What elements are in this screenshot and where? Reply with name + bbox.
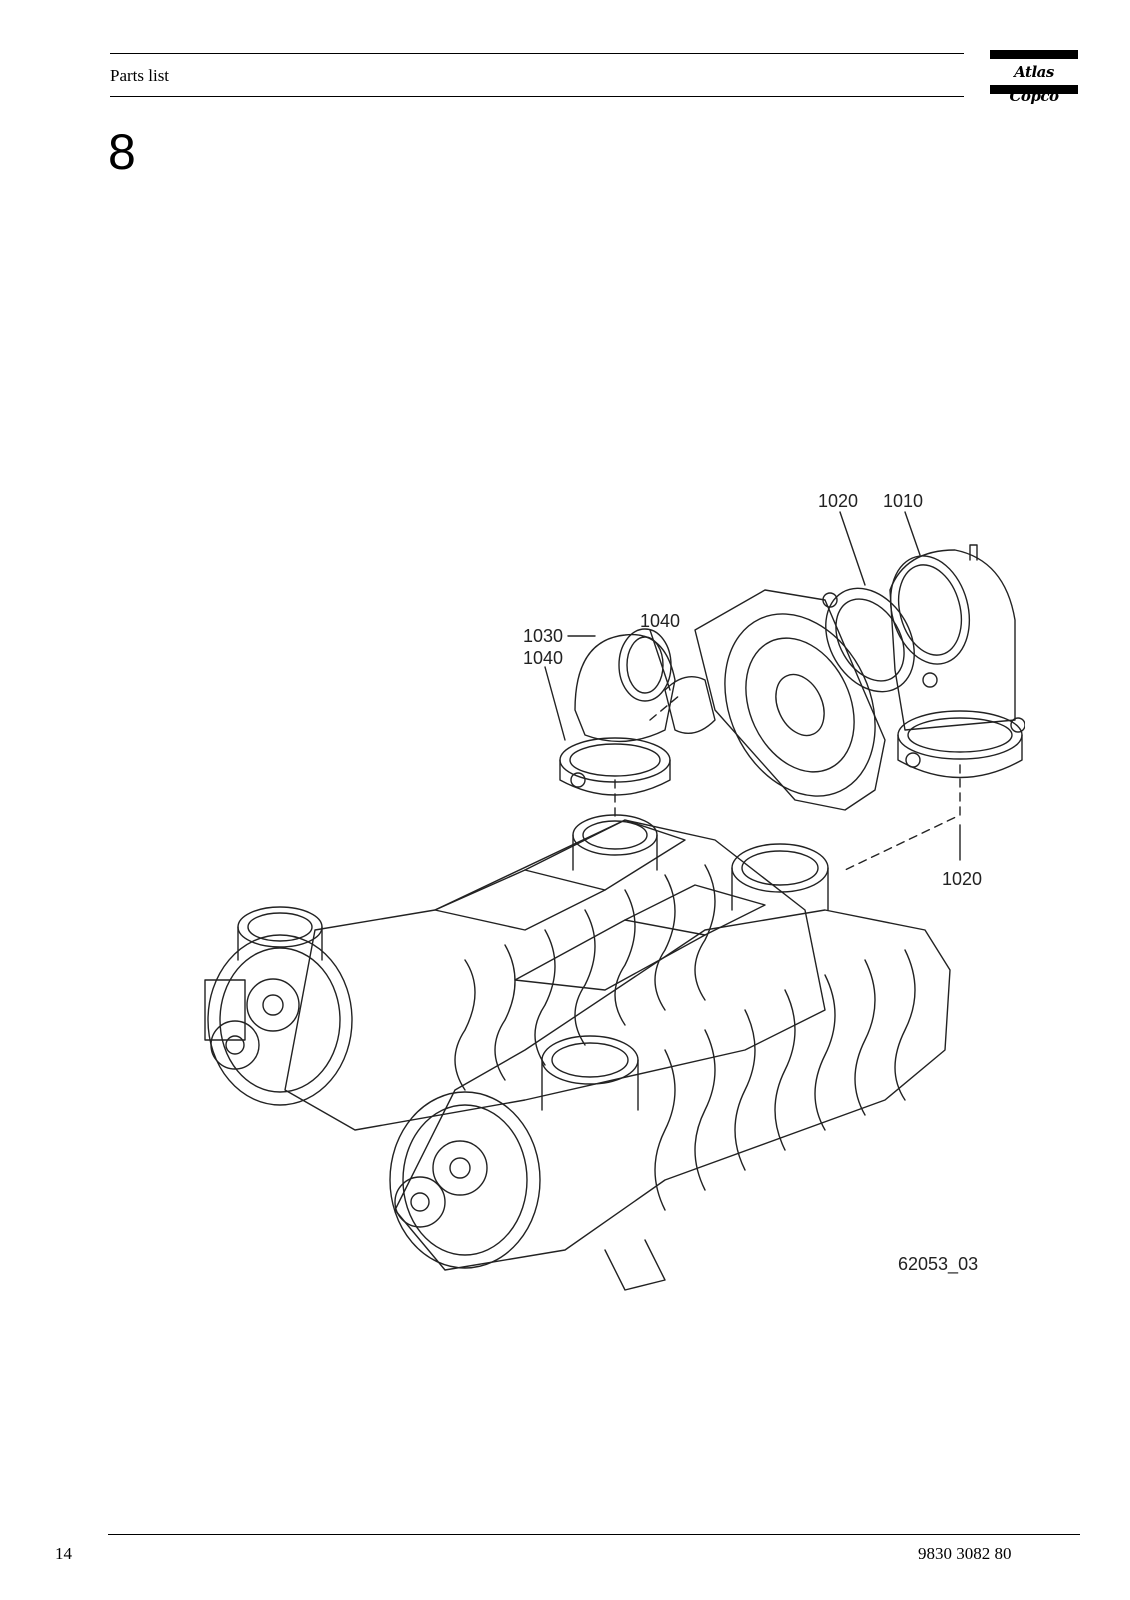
front-compressor-element: [389, 843, 951, 1291]
exploded-components: [559, 544, 1025, 811]
section-label: Parts list: [110, 66, 170, 85]
header-rule-bottom: [110, 96, 964, 97]
exploded-parts-drawing: 1020 1010 1030 1040 1040 1020 62053_03: [105, 490, 1025, 1320]
page-number: 14: [55, 1544, 72, 1563]
callout-1020-right: 1020: [942, 869, 982, 889]
logo-bar-top: [990, 50, 1078, 59]
drawing-id: 62053_03: [898, 1254, 978, 1275]
callout-1040-lower: 1040: [523, 648, 563, 668]
document-number: 9830 3082 80: [918, 1544, 1012, 1563]
atlas-copco-logo: Atlas Copco: [990, 50, 1078, 105]
alignment-lines: [614, 694, 961, 871]
logo-bar-bottom: [990, 85, 1078, 94]
callout-1030: 1030: [523, 626, 563, 646]
leader-lines: [544, 511, 961, 861]
logo-wordmark: Atlas Copco: [1009, 63, 1059, 105]
drawing-svg: 1020 1010 1030 1040 1040 1020 62053_03: [204, 491, 1025, 1291]
callout-1040-upper: 1040: [640, 611, 680, 631]
callout-1010: 1010: [883, 491, 923, 511]
chapter-number: 8: [108, 124, 136, 180]
footer-rule: [108, 1534, 1080, 1535]
callout-1020-top: 1020: [818, 491, 858, 511]
compressor-assembly: [204, 511, 1025, 1291]
header-rule-top: [110, 53, 964, 54]
rear-compressor-element: [204, 814, 826, 1131]
